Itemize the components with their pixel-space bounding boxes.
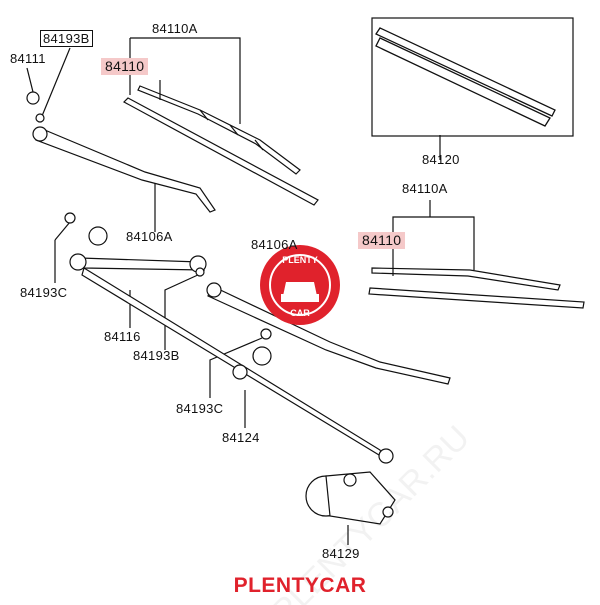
label-84129: 84129 [322,546,360,561]
leader-84110A-top [130,37,241,124]
label-84193B-mid: 84193B [133,348,180,363]
brand-footer: PLENTYCAR [233,574,367,597]
label-84106A-mid: 84106A [251,237,298,252]
label-84120: 84120 [422,152,460,167]
wiper-arm-mid [206,282,451,385]
wiper-blade-right [368,267,585,309]
label-84110A-top: 84110A [152,21,198,36]
leader-84111 [26,67,34,93]
logo-text-bottom: CAR [290,308,310,318]
blade-refill [375,27,556,127]
leader-84193B-mid [164,273,201,350]
label-84110-right: 84110 [358,232,406,249]
label-84193B-top: 84193B [40,30,93,47]
wiper-motor [305,471,396,525]
plentycar-logo: PLENTY CAR [260,245,340,325]
wiper-linkage [64,212,394,464]
label-84124: 84124 [222,430,260,445]
label-84193C-mid: 84193C [176,401,224,416]
blade-refill-box [371,17,574,137]
logo-text-top: PLENTY [282,255,318,265]
label-84111: 84111 [10,51,46,66]
label-84116: 84116 [104,329,141,344]
leader-84193C-mid [209,337,263,398]
leader-84193B-top [41,47,71,117]
wiper-blade-left [123,85,319,206]
label-84106A-left: 84106A [126,229,173,244]
label-84110-top: 84110 [101,58,149,75]
label-84110A-right: 84110A [402,181,448,196]
label-84193C-left: 84193C [20,285,68,300]
wiper-arm-left [26,91,216,213]
